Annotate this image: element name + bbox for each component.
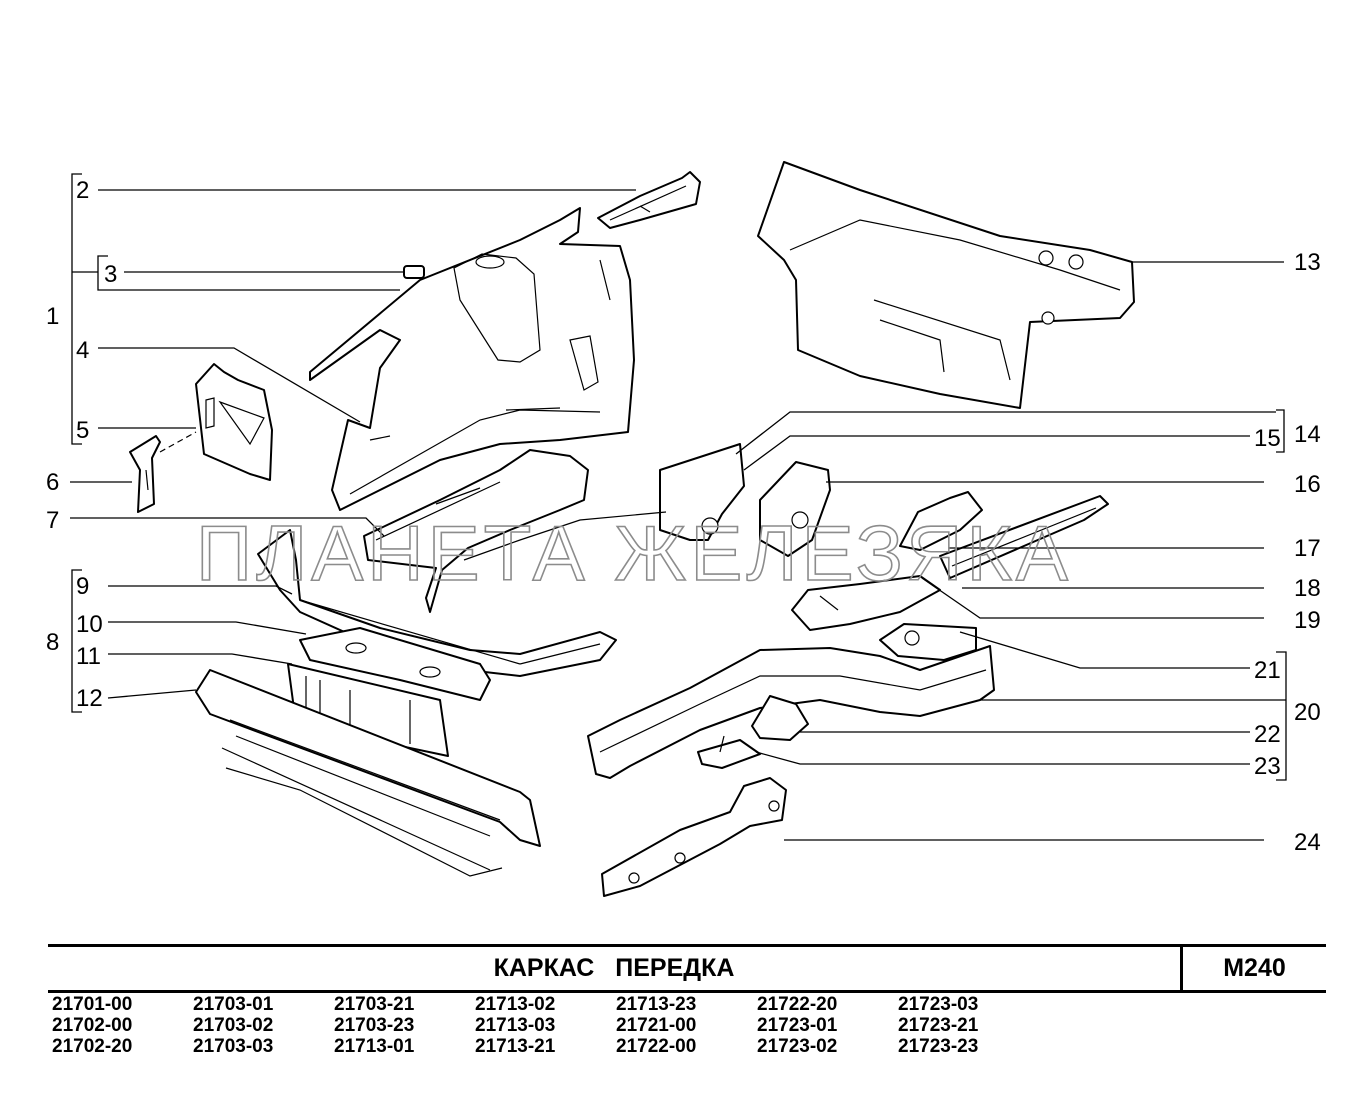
part-6-bracket [129,431,197,513]
callout-1: 1 [46,303,59,330]
model-code: 21713-23 [616,994,697,1015]
callout-20: 20 [1294,699,1321,726]
part-4-wheel-arch [309,207,635,511]
part-16-bracket [759,461,831,557]
part-23-plate [697,735,761,769]
model-code: 21703-01 [193,994,274,1015]
callout-6: 6 [46,469,59,496]
model-code: 21703-02 [193,1015,274,1036]
callout-22: 22 [1254,721,1281,748]
part-21-plate [879,623,977,661]
model-code: 21722-00 [616,1036,697,1057]
model-code: 21723-03 [898,994,979,1015]
title-block-divider [1180,944,1183,991]
diagram-title: КАРКАС ПЕРЕДКА [493,954,735,982]
callout-numbers: 1 2 3 4 5 6 7 8 9 10 11 12 13 14 15 16 1… [46,177,1321,856]
part-2-bracket [597,171,701,229]
model-code: 21702-00 [52,1015,133,1036]
part-7-member [363,449,589,613]
callout-4: 4 [76,337,89,364]
callout-8: 8 [46,629,59,656]
part-10-panel [299,627,491,701]
callout-12: 12 [76,685,103,712]
model-code: 21723-02 [757,1036,838,1057]
part-24-member [601,777,787,897]
model-code: 21703-23 [334,1015,415,1036]
callout-17: 17 [1294,535,1321,562]
model-code: 21713-01 [334,1036,415,1057]
watermark: ПЛАНЕТА ЖЕЛЕЗЯКА [196,509,1072,597]
model-code: 21713-21 [475,1036,556,1057]
part-3-plug [403,265,425,279]
callout-18: 18 [1294,575,1321,602]
title-block-mid-rule [48,990,1326,993]
callout-11: 11 [76,643,101,670]
model-code: 21721-00 [616,1015,697,1036]
callout-19: 19 [1294,607,1321,634]
callout-3: 3 [104,261,117,288]
callout-13: 13 [1294,249,1321,276]
callout-7: 7 [46,507,59,534]
diagram-code: M240 [1223,954,1286,982]
part-17-rail [939,495,1109,579]
model-code: 21713-02 [475,994,556,1015]
part-9-upper-crossmember [257,529,617,677]
model-code: 21722-20 [757,994,838,1015]
part-22-bracket [751,695,809,741]
callout-16: 16 [1294,471,1321,498]
model-code: 21701-00 [52,994,133,1015]
model-code: 21723-21 [898,1015,979,1036]
callout-10: 10 [76,611,103,638]
title-block-top-rule [48,944,1326,947]
model-code: 21703-21 [334,994,415,1015]
callout-2: 2 [76,177,89,204]
part-5-bracket [195,363,273,481]
callout-9: 9 [76,573,89,600]
callout-21: 21 [1254,657,1281,684]
part-13-bulkhead [757,161,1135,409]
callout-14: 14 [1294,421,1321,448]
callout-5: 5 [76,417,89,444]
part-18-bracket [899,491,983,551]
model-code: 21723-01 [757,1015,838,1036]
parts-diagram: ПЛАНЕТА ЖЕЛЕЗЯКА 1 2 3 4 5 6 7 8 9 10 11… [46,161,1321,897]
part-12-lower-crossmember [195,669,541,877]
model-code: 21723-23 [898,1036,979,1057]
leader-lines [70,173,1287,841]
model-code: 21713-03 [475,1015,556,1036]
callout-23: 23 [1254,753,1281,780]
model-code: 21702-20 [52,1036,133,1057]
model-code: 21703-03 [193,1036,274,1057]
callout-15: 15 [1254,425,1281,452]
callout-24: 24 [1294,829,1321,856]
